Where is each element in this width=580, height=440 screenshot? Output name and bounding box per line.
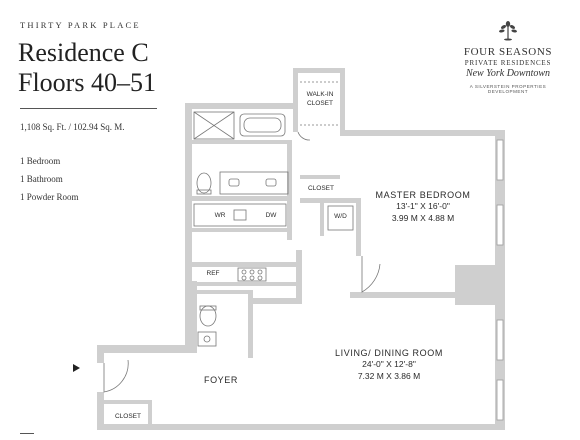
entry-arrow-icon [73, 364, 80, 372]
floors-range: Floors 40–51 [18, 68, 156, 97]
brand-developer: A SILVERSTEIN PROPERTIES DEVELOPMENT [469, 84, 547, 94]
wine-refrigerator-label: WR [214, 212, 226, 219]
living-dining-name: LIVING/ DINING ROOM [335, 348, 443, 358]
wall-segment [350, 292, 460, 298]
dishwasher-label: DW [265, 212, 277, 219]
wall-segment [190, 196, 290, 201]
window [496, 204, 504, 246]
wall-segment [190, 140, 290, 144]
wall-segment [293, 68, 345, 73]
bedroom-door-swing [361, 256, 381, 293]
brand-block: FOUR SEASONS PRIVATE RESIDENCES New York… [452, 20, 564, 94]
wall-segment [148, 400, 152, 428]
room-count-list: 1 Bedroom 1 Bathroom 1 Powder Room [20, 152, 79, 206]
wall-segment [320, 198, 324, 236]
window [496, 319, 504, 361]
entry-door-swing [103, 359, 129, 393]
living-dining-dim-metric: 7.32 M X 3.86 M [357, 371, 421, 381]
wall-segment [248, 290, 253, 358]
wall-segment [293, 68, 298, 132]
residence-name: Residence C [18, 38, 149, 67]
master-bedroom-dim-metric: 3.99 M X 4.88 M [391, 213, 455, 223]
wall-segment [190, 290, 250, 294]
master-bedroom-name: MASTER BEDROOM [375, 190, 471, 200]
brand-location: New York Downtown [465, 68, 551, 79]
entry-closet-label: CLOSET [114, 413, 141, 420]
title-divider [20, 108, 157, 109]
toilet [196, 172, 212, 194]
wall-segment [185, 281, 197, 345]
window [496, 379, 504, 421]
wall-segment [192, 282, 296, 286]
wall-segment [300, 198, 360, 203]
column [455, 265, 505, 305]
walk-in-closet-label: WALK-IN CLOSET [300, 90, 340, 108]
walk-in-closet-line-1: WALK-IN [306, 91, 334, 98]
vanity [219, 171, 289, 195]
closet-door-swing [297, 131, 311, 141]
wall-segment [97, 424, 505, 430]
wall-segment [192, 262, 296, 267]
wall-segment [97, 345, 197, 353]
wall-segment [300, 175, 340, 179]
living-dining-label: LIVING/ DINING ROOM 24'-0" X 12'-8" 7.32… [324, 348, 454, 382]
kitchen-counter [193, 203, 287, 227]
refrigerator-label: REF [206, 270, 220, 277]
washer-dryer-label: W/D [334, 213, 347, 220]
area-text: 1,108 Sq. Ft. / 102.94 Sq. M. [20, 122, 125, 132]
brand-subtitle: PRIVATE RESIDENCES [464, 59, 552, 67]
window [496, 139, 504, 181]
powder-room-toilet [199, 305, 217, 327]
powder-room-count: 1 Powder Room [20, 192, 79, 202]
foyer-label: FOYER [203, 375, 238, 385]
living-dining-dim-imperial: 24'-0" X 12'-8" [362, 359, 416, 369]
four-seasons-tree-icon [499, 21, 517, 41]
brand-name: FOUR SEASONS [463, 46, 553, 58]
bedroom-count: 1 Bedroom [20, 156, 61, 166]
wall-segment [340, 130, 500, 136]
wall-segment [97, 392, 104, 428]
footer-divider [20, 433, 34, 434]
cooktop [237, 267, 267, 282]
master-bedroom-dim-imperial: 13'-1" X 16'-0" [396, 201, 450, 211]
wall-segment [356, 198, 361, 256]
residence-title: Residence C Floors 40–51 [18, 38, 156, 98]
wall-segment [190, 228, 290, 232]
master-bedroom-label: MASTER BEDROOM 13'-1" X 16'-0" 3.99 M X … [368, 190, 478, 224]
wall-segment [253, 298, 302, 304]
shower [193, 111, 235, 140]
wall-segment [185, 103, 192, 288]
wall-segment [340, 68, 345, 135]
wall-segment [185, 103, 298, 109]
wall-segment [104, 400, 152, 404]
master-closet-label: CLOSET [307, 185, 334, 192]
walk-in-closet-line-2: CLOSET [306, 100, 333, 107]
wall-segment [287, 140, 292, 240]
wall-segment [97, 345, 104, 363]
wall-segment [296, 250, 302, 298]
powder-room-sink [197, 331, 217, 347]
building-name: THIRTY PARK PLACE [20, 20, 141, 30]
bathroom-count: 1 Bathroom [20, 174, 63, 184]
bathtub [239, 113, 286, 137]
